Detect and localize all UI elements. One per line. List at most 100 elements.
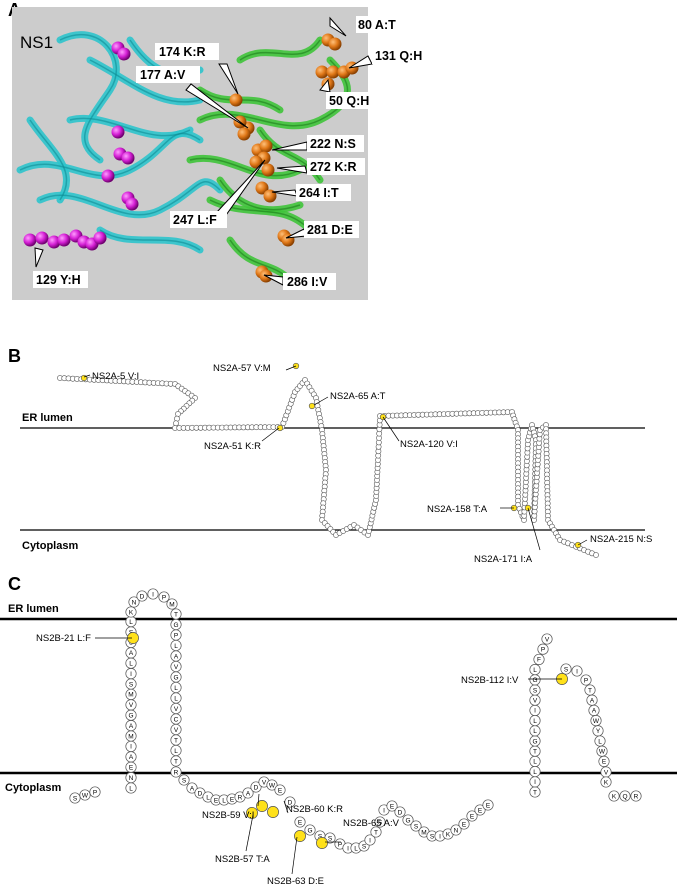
ns2b-residue	[178, 774, 190, 786]
ns2b-mutation-residue	[316, 837, 328, 849]
ns2b-residue-letter: T	[174, 758, 178, 765]
ns2b-residue-letter: E	[298, 819, 303, 826]
mutation-sphere	[249, 155, 263, 169]
pointer-174	[218, 63, 239, 95]
ns2b-residue	[170, 766, 182, 778]
ns2b-residue	[619, 790, 631, 802]
ns2b-residue-letter: E	[478, 807, 483, 814]
label-264: 264 I:T	[299, 186, 339, 200]
label-286: 286 I:V	[287, 275, 328, 289]
ns2b-residue-letter: V	[604, 769, 609, 776]
ns2b-residue	[450, 824, 462, 836]
glycosylation-sphere	[101, 169, 115, 183]
ns2b-residue	[158, 591, 170, 603]
label-80: 80 A:T	[358, 18, 396, 32]
ns2b-residue-letter: S	[182, 777, 187, 784]
ns2b-residue-letter: V	[262, 779, 267, 786]
ns2b-residue	[560, 663, 572, 675]
ns2b-residue-letter: D	[254, 784, 259, 791]
ns2b-residue-letter: V	[174, 706, 179, 713]
ns2b-residue	[386, 800, 398, 812]
ns2b-residue-letter: P	[162, 594, 166, 601]
ns2a-residue-chain	[57, 362, 599, 558]
ns2b-residue-letter: L	[354, 845, 358, 852]
ns2b-mutation-residue	[267, 806, 279, 818]
ns2b-mutation-labels: NS2B-21 L:F NS2B-112 I:V NS2B-59 V:I NS2…	[36, 633, 519, 887]
ns2b-residue-letter: S	[378, 819, 383, 826]
ns2b-residue-letter: N	[454, 827, 459, 834]
ns2b-residue-letter: M	[128, 692, 133, 699]
pointer-177	[185, 83, 249, 129]
glycosylation-sphere	[35, 231, 49, 245]
ns2b-residue-letter: E	[214, 797, 219, 804]
ns2b-residue-letter: K	[446, 831, 451, 838]
ns2b-residue	[364, 834, 376, 846]
ns2a-label-171: NS2A-171 I:A	[474, 554, 533, 565]
ns2b-residue-letter: K	[612, 793, 617, 800]
glycosylation-sphere	[93, 231, 107, 245]
ns2a-label-57: NS2A-57 V:M	[213, 363, 271, 374]
ns2b-residue-letter: I	[439, 833, 441, 840]
ns2b-residue-letter: E	[390, 803, 395, 810]
panel-b-letter: B	[8, 346, 21, 366]
ns2b-residue-letter: T	[533, 749, 537, 756]
ns2b-residue-letter: I	[347, 845, 349, 852]
glycosylation-sphere	[23, 233, 37, 247]
ns1-title: NS1	[20, 33, 53, 52]
pointer-50	[319, 78, 331, 93]
ns2b-residue	[580, 674, 592, 686]
label-272: 272 K:R	[310, 160, 357, 174]
ns2a-mutation-residue	[308, 402, 316, 410]
ns2b-residue	[537, 643, 549, 655]
ns2b-residue-letter: S	[362, 843, 367, 850]
ns2b-residue	[89, 786, 101, 798]
ns2a-label-51: NS2A-51 K:R	[204, 441, 261, 452]
ns2b-residue	[533, 653, 545, 665]
ns2b-residue-letter: W	[593, 718, 600, 725]
callout-pointers	[34, 16, 373, 286]
label-177: 177 A:V	[140, 68, 186, 82]
ns2b-residue-letter: L	[129, 785, 133, 792]
ns2b-residue-letter: V	[174, 664, 179, 671]
ns2b-residue-letter: E	[462, 821, 467, 828]
ns2b-residue-letter: E	[470, 813, 475, 820]
ns2b-residue-letter: A	[129, 723, 134, 730]
ns2b-residue-letter: S	[564, 666, 569, 673]
ns2b-residue-letter: L	[533, 667, 537, 674]
ns2b-residue-letter: L	[129, 661, 133, 668]
ns2b-residue-letter: K	[129, 609, 134, 616]
ns2a-mutation-residue	[276, 424, 284, 432]
ns2b-residue	[474, 804, 486, 816]
ns2b-residue-letter: T	[174, 611, 178, 618]
mutation-sphere	[237, 127, 251, 141]
ns2b-residue-letter: T	[374, 829, 378, 836]
ns2b-label-21: NS2B-21 L:F	[36, 633, 91, 644]
ns2b-label-60: NS2B-60 K:R	[286, 804, 343, 815]
ns2b-residue	[294, 816, 306, 828]
ns2b-residue	[466, 810, 478, 822]
ns2b-residue-letter: P	[584, 677, 588, 684]
ns2b-residue-letter: C	[174, 716, 179, 723]
ns2b-residue-letter: G	[173, 674, 178, 681]
cytoplasm-label-b: Cytoplasm	[22, 540, 78, 552]
ns2b-residue-letter: P	[174, 632, 178, 639]
ns2b-residue	[630, 790, 642, 802]
ns2b-residue	[370, 826, 382, 838]
ns2b-residue	[482, 799, 494, 811]
ns2b-residue-letter: E	[602, 759, 607, 766]
ns2b-residue	[608, 790, 620, 802]
ns2b-residue-letter: Q	[622, 793, 627, 800]
ns2b-residue-letter: V	[545, 636, 550, 643]
ns2b-residue-letter: L	[533, 718, 537, 725]
ns2b-residue-letter: T	[588, 687, 592, 694]
glycosylation-sphere	[117, 47, 131, 61]
ns2b-residue-letter: I	[152, 591, 154, 598]
pointer-80	[329, 16, 347, 37]
ns2b-residue-letter: S	[533, 687, 538, 694]
ns2b-residue-letter: L	[129, 619, 133, 626]
ns2b-mutation-residue	[294, 830, 306, 842]
ns2b-residue-letter: G	[405, 817, 410, 824]
label-131: 131 Q:H	[375, 49, 422, 63]
ns2b-residue	[125, 606, 137, 618]
ns2b-residue	[128, 596, 140, 608]
